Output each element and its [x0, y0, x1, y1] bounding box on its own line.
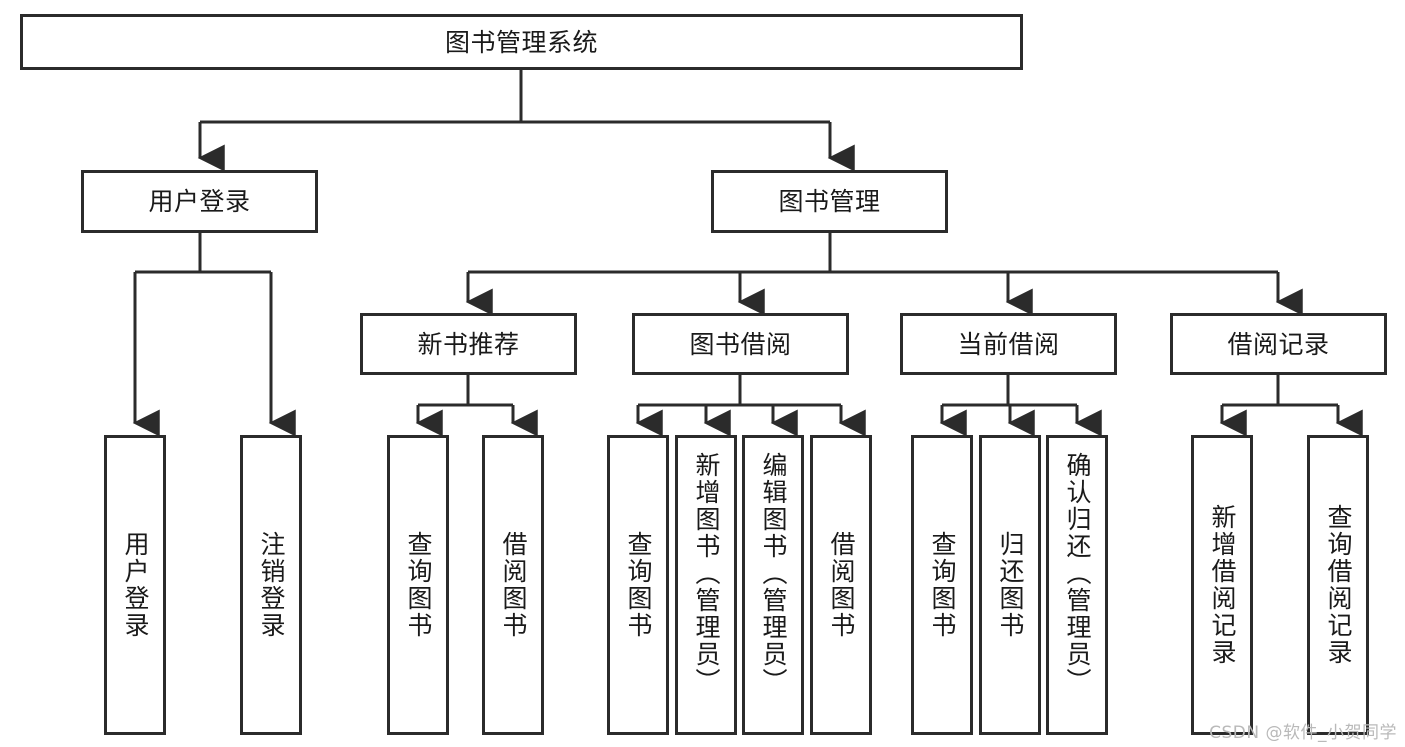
node-book-borrow[interactable]: 图书借阅 — [632, 313, 849, 375]
node-label: 新增借阅记录 — [1208, 504, 1237, 666]
node-user-login[interactable]: 用户登录 — [81, 170, 318, 233]
edge-group-current-borrow-to-leaves — [939, 375, 1102, 437]
node-label: 图书借阅 — [689, 329, 792, 359]
node-label: 注销登录 — [257, 531, 286, 639]
node-current-borrow[interactable]: 当前借阅 — [900, 313, 1117, 375]
node-label: 编辑图书（管理员） — [759, 452, 788, 695]
node-leaf-borrow-book-1[interactable]: 借阅图书 — [482, 435, 544, 735]
edge-group-book-management-to-level3 — [465, 233, 1303, 316]
node-leaf-query-book-1[interactable]: 查询图书 — [387, 435, 449, 735]
node-label: 确认归还（管理员） — [1063, 452, 1092, 695]
node-label: 借阅记录 — [1227, 329, 1330, 359]
node-label: 当前借阅 — [957, 329, 1060, 359]
node-label: 新书推荐 — [417, 329, 520, 359]
node-leaf-user-login[interactable]: 用户登录 — [104, 435, 166, 735]
node-label: 借阅图书 — [827, 531, 856, 639]
edge-group-user-login-to-leaves — [132, 233, 296, 437]
node-label: 新增图书（管理员） — [692, 452, 721, 695]
edge-group-new-book-recommend-to-leaves — [415, 375, 538, 437]
node-label: 用户登录 — [148, 187, 251, 216]
node-borrow-record[interactable]: 借阅记录 — [1170, 313, 1387, 375]
edge-group-book-borrow-to-leaves — [635, 375, 866, 437]
node-leaf-edit-book[interactable]: 编辑图书（管理员） — [742, 435, 804, 735]
node-leaf-logout-login[interactable]: 注销登录 — [240, 435, 302, 735]
node-leaf-query-borrow-record[interactable]: 查询借阅记录 — [1307, 435, 1369, 735]
node-book-management[interactable]: 图书管理 — [711, 170, 948, 233]
node-leaf-borrow-book-2[interactable]: 借阅图书 — [810, 435, 872, 735]
node-label: 查询借阅记录 — [1324, 504, 1353, 666]
node-leaf-query-book-3[interactable]: 查询图书 — [911, 435, 973, 735]
node-leaf-add-borrow-record[interactable]: 新增借阅记录 — [1191, 435, 1253, 735]
node-label: 借阅图书 — [499, 531, 528, 639]
node-leaf-confirm-return[interactable]: 确认归还（管理员） — [1046, 435, 1108, 735]
edge-group-root-to-level2 — [197, 70, 855, 172]
node-new-book-recommend[interactable]: 新书推荐 — [360, 313, 577, 375]
edge-group-borrow-record-to-leaves — [1219, 375, 1363, 437]
node-label: 查询图书 — [928, 531, 957, 639]
node-label: 用户登录 — [121, 531, 150, 639]
node-leaf-query-book-2[interactable]: 查询图书 — [607, 435, 669, 735]
node-root-book-management-system[interactable]: 图书管理系统 — [20, 14, 1023, 70]
node-label: 查询图书 — [624, 531, 653, 639]
node-label: 归还图书 — [996, 531, 1025, 639]
node-label: 图书管理 — [778, 187, 881, 216]
node-label: 查询图书 — [404, 531, 433, 639]
node-leaf-add-book[interactable]: 新增图书（管理员） — [675, 435, 737, 735]
csdn-watermark: CSDN @软件_小贺同学 — [1209, 723, 1397, 743]
node-label: 图书管理系统 — [444, 27, 598, 57]
node-leaf-return-book[interactable]: 归还图书 — [979, 435, 1041, 735]
